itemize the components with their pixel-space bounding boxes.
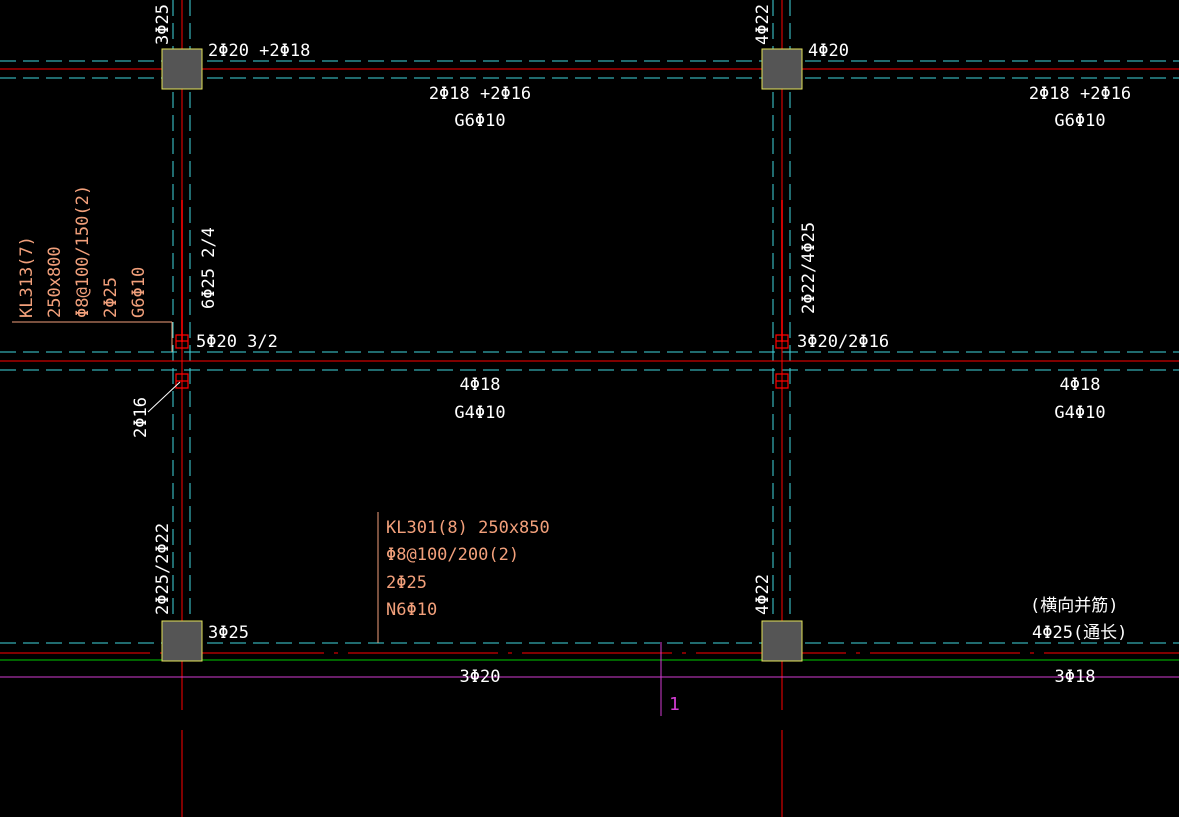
beam-top-span2-side-label: G6Φ10: [1054, 111, 1105, 131]
col-top-mid-right-label: 4Φ20: [808, 41, 849, 61]
bottom-note-line1: (横向并筋): [1030, 596, 1118, 616]
column-top-mid[interactable]: [761, 48, 803, 90]
kl301-side-bars: N6Φ10: [386, 600, 437, 620]
beam-mid-span1-main-label: 4Φ18: [460, 375, 501, 395]
beam-top-span1-side-label: G6Φ10: [454, 111, 505, 131]
kl313-callout[interactable]: KL313(7) 250x800 Φ8@100/150(2) 2Φ25 G6Φ1…: [17, 185, 149, 318]
col-top-left-side-label: 3Φ25: [153, 4, 173, 45]
kl301-callout[interactable]: KL301(8) 250x850 Φ8@100/200(2) 2Φ25 N6Φ1…: [386, 518, 550, 620]
beam-top-span1-main-label: 2Φ18 +2Φ16: [429, 84, 531, 104]
columns: [161, 48, 803, 662]
kl313-side-bars: G6Φ10: [129, 267, 149, 318]
kl313-stirrup: Φ8@100/150(2): [73, 185, 93, 318]
col-top-mid-side-label: 4Φ22: [753, 4, 773, 45]
beam-edge-lines: [0, 0, 1179, 660]
joint-mid-upper-mark: [775, 334, 789, 349]
leader-note-2phi16: 2Φ16: [131, 397, 151, 438]
beam-top-span2-main-label: 2Φ18 +2Φ16: [1029, 84, 1131, 104]
section-mark-number: 1: [669, 694, 680, 715]
beam-mid-span2-main-label: 4Φ18: [1060, 375, 1101, 395]
kl313-size: 250x800: [45, 246, 65, 318]
col-top-left-right-label: 2Φ20 +2Φ18: [208, 41, 310, 61]
joint-markers: [175, 334, 789, 389]
vert-beam-mid-note: 2Φ22/4Φ25: [799, 222, 819, 314]
joint-left-note: 5Φ20 3/2: [196, 332, 278, 352]
kl301-name: KL301(8) 250x850: [386, 518, 550, 538]
beam-mid-span2-side-label: G4Φ10: [1054, 403, 1105, 423]
leader-lines: [12, 321, 379, 643]
column-bottom-left[interactable]: [161, 620, 203, 662]
vert-beam-left-note: 6Φ25 2/4: [199, 227, 219, 309]
col-bottom-left-side-label: 2Φ25/2Φ22: [153, 523, 173, 615]
kl313-top-bars: 2Φ25: [101, 277, 121, 318]
col-bottom-mid-side-label: 4Φ22: [753, 574, 773, 615]
column-top-left[interactable]: [161, 48, 203, 90]
column-bottom-mid[interactable]: [761, 620, 803, 662]
bottom-span2-label: 3Φ18: [1055, 667, 1096, 687]
joint-left-upper-mark: [175, 334, 189, 349]
joint-left-lower-mark: [175, 373, 189, 389]
beam-mid-span1-side-label: G4Φ10: [454, 403, 505, 423]
leader-2phi16: [147, 381, 181, 413]
kl313-name: KL313(7): [17, 236, 37, 318]
joint-mid-note: 3Φ20/2Φ16: [797, 332, 889, 352]
kl301-top-bars: 2Φ25: [386, 573, 427, 593]
kl301-stirrup: Φ8@100/200(2): [386, 545, 519, 565]
bottom-span1-label: 3Φ20: [460, 667, 501, 687]
white-annotations: 3Φ25 2Φ20 +2Φ18 4Φ22 4Φ20 2Φ18 +2Φ16 G6Φ…: [131, 4, 1131, 687]
col-bottom-left-right-label: 3Φ25: [208, 623, 249, 643]
bottom-note-line2: 4Φ25(通长): [1032, 623, 1127, 643]
joint-mid-lower-mark: [775, 373, 789, 389]
